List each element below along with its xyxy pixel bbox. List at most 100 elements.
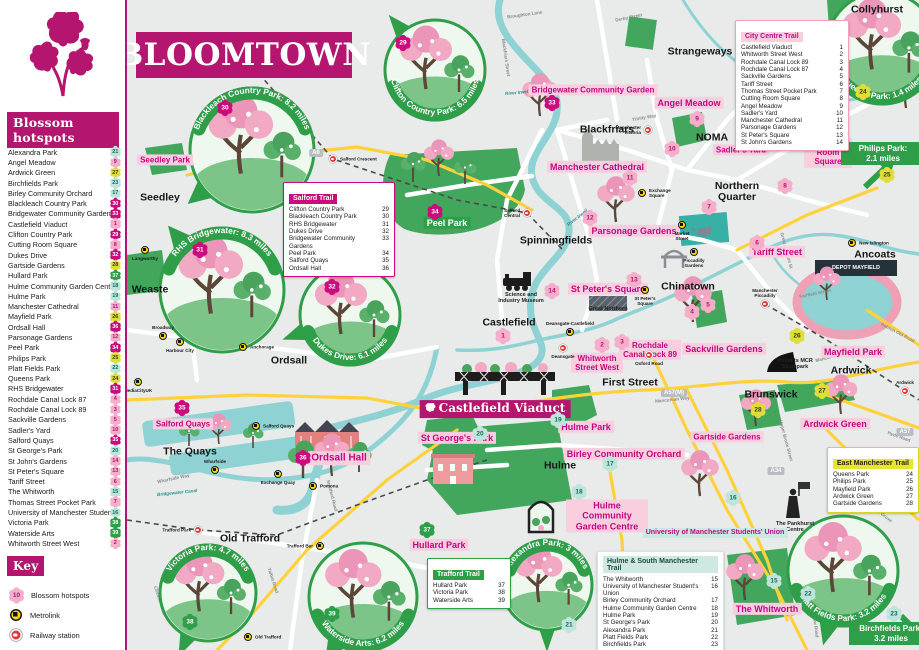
- place-label: Hulme Community Garden Centre: [566, 499, 648, 533]
- hotspot-circle-illustration: Waterside Arts: 6.2 miles: [307, 541, 419, 650]
- trail-item-name: St George's Park: [603, 619, 650, 627]
- hotspot-number-badge: 3: [615, 335, 629, 349]
- hotspot-number-badge: 5: [110, 415, 120, 425]
- hotspot-name: The Whitworth: [8, 487, 55, 497]
- trail-item-number: 14: [836, 139, 843, 147]
- hotspot-name: St John's Gardens: [8, 456, 67, 466]
- hotspot-number-badge: 30: [218, 101, 232, 115]
- hotspot-name: Sackville Gardens: [8, 415, 66, 425]
- trail-item-number: 1: [839, 44, 843, 51]
- trail-item-number: 35: [382, 257, 389, 265]
- trail-item-number: 21: [711, 626, 718, 634]
- trail-item-number: 38: [498, 589, 505, 597]
- hotspot-number-badge: 2: [110, 538, 120, 549]
- trail-item-name: Cutting Room Square: [741, 95, 801, 103]
- metrolink-station-icon: [252, 422, 260, 430]
- trail-item-number: 36: [382, 264, 389, 272]
- place-label: Salford Quays: [152, 418, 214, 430]
- poi-label: Great Northern: [588, 305, 628, 312]
- hotspot-number-badge: 36: [110, 322, 120, 332]
- key-label: Metrolink: [30, 610, 60, 620]
- national-trust-leaf-icon: [425, 403, 436, 413]
- skatepark-ramp-illustration: [767, 352, 797, 372]
- hotspot-number-badge: 27: [815, 384, 829, 398]
- station-name: Salford Crescent: [340, 156, 377, 162]
- hotspot-circle-illustration: Clifton Country Park: 6.5 miles: [383, 14, 487, 122]
- trail-item-name: Tariff Street: [741, 80, 773, 88]
- trail-item-number: 15: [711, 575, 718, 583]
- trail-item: St George's Park 20: [603, 619, 718, 626]
- distance-arrow-sign: Birchfields Park: 3.2 miles: [849, 622, 919, 646]
- hotspot-name: Angel Meadow: [8, 157, 56, 167]
- hotspot-number-badge: 39: [325, 607, 339, 621]
- railway-station-icon: [329, 155, 337, 163]
- hotspot-number-badge: 20: [473, 427, 487, 441]
- trail-item-number: 6: [839, 80, 843, 88]
- station-name: Trafford Bar: [286, 543, 313, 549]
- bloomtown-map: BLOOMTOWN Blackleach Country Park: 8.2 m…: [127, 0, 919, 650]
- trail-item-name: Hullard Park: [433, 582, 468, 589]
- trail-item-number: 26: [906, 485, 913, 493]
- pankhurst-statue-illustration: [786, 482, 810, 518]
- hotspot-number-badge: 39: [110, 528, 120, 538]
- hotspot-number-badge: 31: [193, 243, 207, 257]
- place-label: Castlefield Viaduct: [419, 400, 571, 418]
- district-label: NOMA: [695, 131, 729, 144]
- trail-item-number: 39: [498, 596, 505, 604]
- hotspot-name: Castlefield Viaduct: [8, 219, 68, 229]
- hotspot-number-badge: 11: [110, 301, 120, 312]
- hotspot-number-badge: 20: [110, 446, 120, 456]
- trail-item-number: 27: [906, 492, 913, 500]
- place-label: Bridgewater Community Garden: [528, 84, 658, 96]
- chinatown-arch-illustration: [661, 249, 687, 268]
- trail-item-number: 28: [906, 500, 913, 508]
- hotspot-number-badge: 37: [110, 270, 120, 281]
- hotspot-number-badge: 3: [110, 404, 120, 415]
- trail-item-number: 20: [711, 619, 718, 627]
- manchester-cathedral-illustration: [582, 128, 619, 162]
- hotspot-number-badge: 34: [428, 205, 442, 219]
- sidebar-hotspot-row: Hulme Park 19: [8, 291, 120, 302]
- place-label: Ordsall Hall: [308, 451, 370, 465]
- road-number-badge: A57(M): [660, 389, 688, 397]
- hotspot-name: Philips Park: [8, 353, 46, 363]
- trail-item-name: Gartside Gardens: [833, 500, 882, 508]
- hotspot-number-badge: 19: [110, 291, 120, 302]
- hotspot-number-badge: 1: [496, 329, 510, 343]
- district-label: Spinningfields: [519, 234, 593, 247]
- station-name: St Peter's Square: [634, 296, 656, 307]
- station-name: Market Street: [674, 231, 690, 242]
- hotspot-number-badge: 25: [880, 168, 894, 182]
- trail-item-number: 23: [711, 641, 718, 649]
- trail-item-name: Blackleach Country Park: [289, 213, 357, 221]
- trail-item-number: 29: [382, 206, 389, 213]
- district-label: Ordsall: [270, 354, 308, 367]
- trail-title: Hulme & South Manchester Trail: [603, 556, 718, 573]
- trail-title: Salford Trail: [289, 193, 338, 204]
- trail-item-name: Philips Park: [833, 478, 866, 486]
- station-name: Exchange Quay: [260, 480, 296, 485]
- metrolink-icon: [10, 609, 22, 621]
- trail-item-name: Thomas Street Pocket Park: [741, 87, 817, 95]
- metrolink-station-icon: [244, 633, 252, 641]
- trail-item-name: Sackville Gardens: [741, 73, 791, 81]
- metrolink-station-icon: [141, 246, 149, 254]
- hotspot-name: St George's Park: [8, 446, 63, 456]
- trail-item-name: University of Manchester Student's Union: [603, 582, 699, 598]
- hotspot-name: Hulme Park: [8, 291, 46, 301]
- station-name: Trafford Park: [162, 527, 191, 533]
- railway-station-icon: [761, 300, 769, 308]
